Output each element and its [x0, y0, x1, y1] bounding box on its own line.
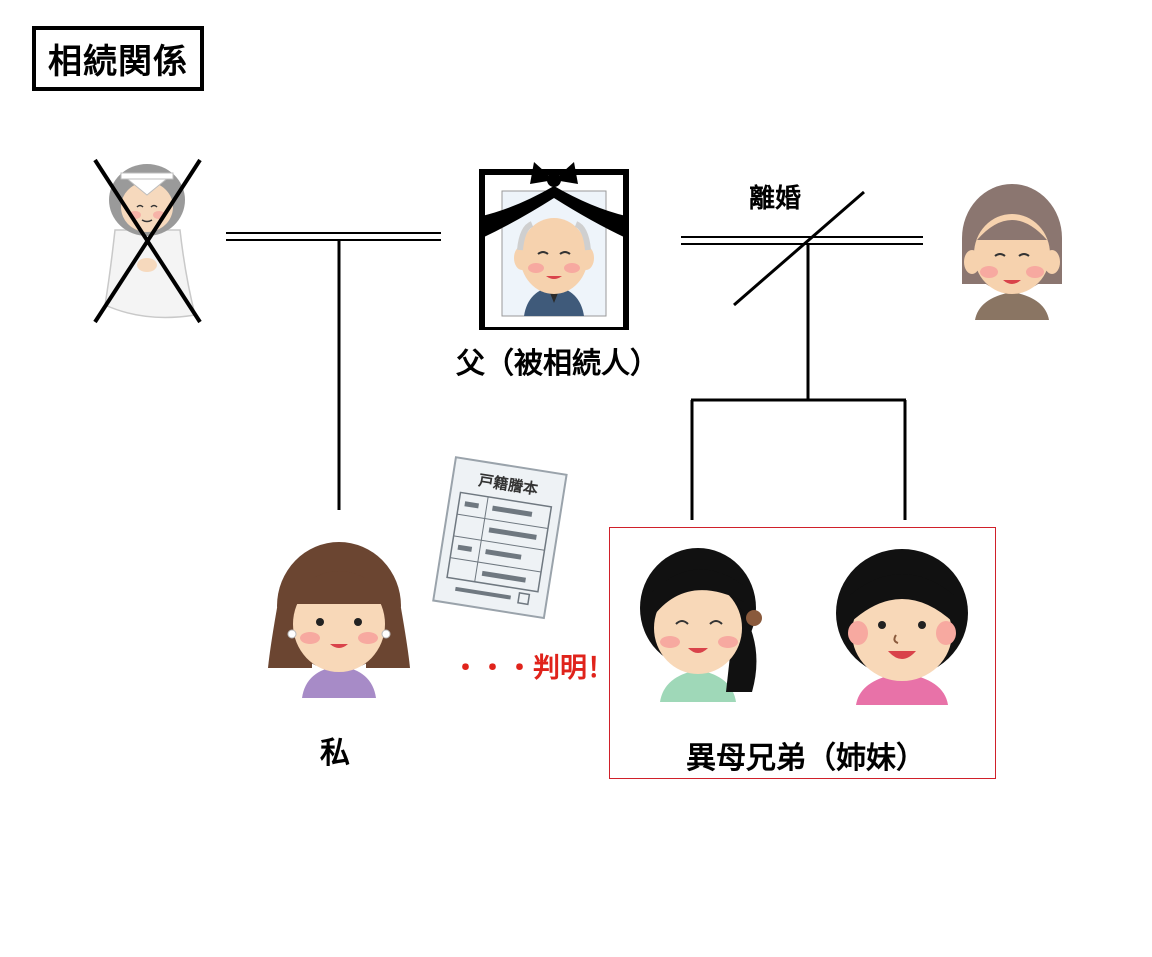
me-figure: [268, 542, 410, 698]
father-label: 父（被相続人）: [456, 346, 660, 380]
half-siblings-label: 異母兄弟（姉妹）: [686, 741, 926, 776]
second-wife-figure: [962, 184, 1062, 320]
diagram-title: 相続関係: [32, 26, 204, 91]
half-sister-1-figure: [640, 548, 762, 702]
me-label: 私: [320, 736, 350, 771]
found-label: ・・・判明！: [452, 653, 614, 684]
deceased-cross-line-2: [93, 158, 202, 324]
divorce-slash: [733, 190, 865, 307]
father-memorial-portrait: [479, 162, 629, 330]
divorce-label: 離婚: [749, 184, 802, 214]
half-sister-2-figure: [836, 549, 968, 705]
family-register-document: 戸籍謄本: [432, 456, 568, 620]
half-siblings-box: [609, 527, 996, 779]
deceased-mother-figure: [93, 158, 202, 324]
